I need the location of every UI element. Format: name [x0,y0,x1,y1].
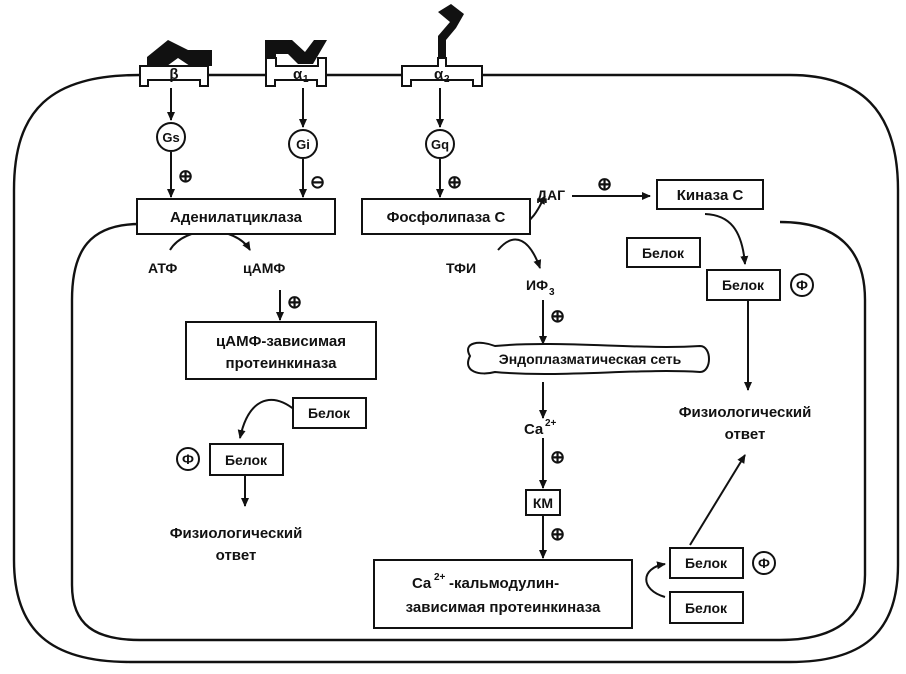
ligand-alpha2 [438,4,464,62]
plus-dag: ⊕ [597,174,612,194]
response-left-line1: Физиологический [170,525,303,542]
response-right-line2: ответ [725,426,766,443]
gq-label: Gq [431,137,449,152]
response-right-line1: Физиологический [679,404,812,421]
ca-kinase-label-ca: Ca [412,575,432,592]
response-left-line2: ответ [216,547,257,564]
protein-box-kinasec [626,237,701,268]
ca-kinase-label-2: зависимая протеинкиназа [406,599,601,616]
calmodulin-label: КМ [533,495,553,511]
plus-ip3: ⊕ [550,306,565,326]
tfi-label: ТФИ [446,260,476,276]
protein-label-ca: Белок [685,600,728,616]
protein-box-ca [669,591,744,624]
phospho-circle-kinasec [790,273,814,297]
phospho-label-pka: Ф [182,451,194,467]
camp-kinase-box [185,321,377,380]
receptor-beta [139,65,209,87]
ligand-alpha1 [265,40,327,64]
ip3-sub: 3 [549,287,555,298]
gs-label: Gs [162,130,179,145]
gq-circle [425,129,455,159]
protein-box-pka [292,397,367,429]
cell-membrane [12,73,900,664]
protein-label-kinasec-phospho: Белок [722,277,765,293]
er-outline [467,341,710,375]
protein-box-pka-phospho [209,443,284,476]
curve-protein-kinasec [704,213,749,265]
receptor-alpha1 [265,57,327,87]
phospho-label-ca: Ф [758,555,770,571]
dag-label: ДАГ [537,187,565,203]
phospho-circle-ca [752,551,776,575]
phospholipase-c-label: Фосфолипаза С [387,209,506,226]
curve-tfi-ip3 [497,238,542,269]
camp-label: цАМФ [243,260,285,276]
calmodulin-box [525,489,561,516]
gi-label: Gi [296,137,310,152]
gi-circle [288,129,318,159]
curve-protein-cakinase [645,561,666,598]
camp-kinase-label-2: протеинкиназа [226,355,338,372]
receptor-alpha2-label: α [434,66,444,83]
adenylate-cyclase-label: Аденилатциклаза [170,209,303,226]
adenylate-cyclase-box [136,198,336,235]
plus-km: ⊕ [550,524,565,544]
arrow-protein-response-bottom [689,454,746,546]
ca-kinase-label-sup: 2+ [434,572,446,583]
phospho-circle-pka [176,447,200,471]
phospho-label-kinasec: Ф [796,277,808,293]
protein-box-ca-phospho [669,547,744,579]
receptor-alpha1-label: α [293,66,303,83]
receptor-alpha2-sub: 2 [444,74,450,85]
kinase-c-label: Киназа С [677,187,744,204]
gs-circle [156,122,186,152]
ca-label: Ca [524,421,544,438]
protein-label-pka-phospho: Белок [225,452,268,468]
protein-label-kinasec: Белок [642,245,685,261]
ip3-label: ИФ [526,277,548,293]
er-label: Эндоплазматическая сеть [499,351,682,367]
ca-kinase-label-rest: -кальмодулин- [449,575,559,592]
protein-label-ca-phospho: Белок [685,555,728,571]
protein-box-kinasec-phospho [706,269,781,301]
atp-label: АТФ [148,260,177,276]
ca-sup: 2+ [545,418,557,429]
curve-protein-pka [237,399,296,439]
minus-gi: ⊖ [310,172,325,192]
camp-kinase-label-1: цАМФ-зависимая [216,333,346,350]
receptor-alpha2 [401,57,483,87]
phospholipase-c-box [361,198,531,235]
ca-kinase-box [373,559,633,629]
protein-label-pka: Белок [308,405,351,421]
kinase-c-box [656,179,764,210]
plus-camp: ⊕ [287,292,302,312]
plus-gq: ⊕ [447,172,462,192]
inner-compartment [70,220,867,642]
receptor-beta-label: β [169,66,178,83]
plus-gs: ⊕ [178,166,193,186]
ligand-beta [147,40,212,66]
plus-ca: ⊕ [550,447,565,467]
receptor-alpha1-sub: 1 [303,74,309,85]
